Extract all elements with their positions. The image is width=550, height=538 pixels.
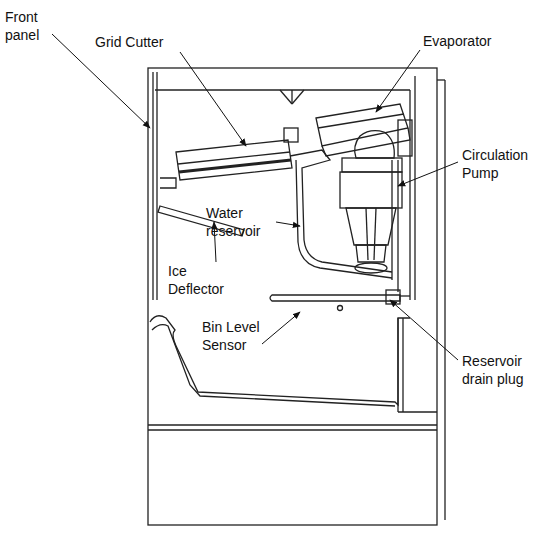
part-label: Front panel xyxy=(5,8,51,44)
part-label: Grid Cutter xyxy=(95,33,195,51)
part-label: Evaporator xyxy=(423,32,533,50)
part-label: Ice Deflector xyxy=(168,262,240,298)
leader-lines xyxy=(52,34,458,360)
part-label: Circulation Pump xyxy=(462,146,544,182)
part-label: Bin Level Sensor xyxy=(202,318,280,354)
part-label: Reservoir drain plug xyxy=(462,352,544,388)
part-label: Water reservoir xyxy=(206,204,278,240)
